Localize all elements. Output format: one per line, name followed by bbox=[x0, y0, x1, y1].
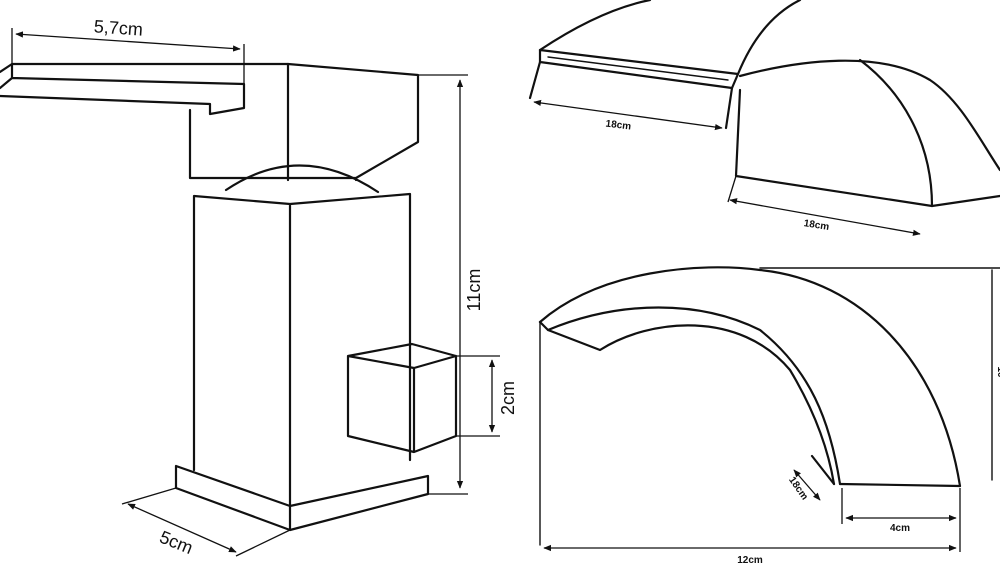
label-length: 12cm bbox=[737, 555, 763, 566]
arc-spout bbox=[538, 266, 1000, 546]
dimension-top-width: 5,7cm bbox=[11, 16, 245, 86]
label-spout-bottom: 18cm bbox=[803, 218, 830, 233]
dimension-reach: 4cm bbox=[841, 488, 961, 534]
dimension-length: 12cm bbox=[543, 524, 961, 566]
label-reach: 4cm bbox=[890, 523, 910, 534]
dimension-spout-bottom: 18cm bbox=[727, 175, 921, 236]
dimension-handle: 2cm bbox=[456, 355, 518, 437]
waterfall-spout bbox=[528, 0, 1000, 208]
label-top-width: 5,7cm bbox=[93, 16, 143, 39]
label-spout-top: 18cm bbox=[605, 119, 632, 133]
label-right-edge: 10 bbox=[995, 366, 1000, 378]
label-handle: 2cm bbox=[498, 381, 518, 415]
dimension-height: 11cm bbox=[418, 74, 484, 495]
label-arc-thickness: 18cm bbox=[786, 475, 810, 502]
label-height: 11cm bbox=[464, 269, 484, 312]
faucet-body bbox=[0, 62, 458, 532]
dimension-spout-top: 18cm bbox=[533, 99, 723, 133]
dimension-right-edge: 10 bbox=[995, 366, 1000, 378]
dimension-arc-thickness: 18cm bbox=[786, 469, 821, 502]
